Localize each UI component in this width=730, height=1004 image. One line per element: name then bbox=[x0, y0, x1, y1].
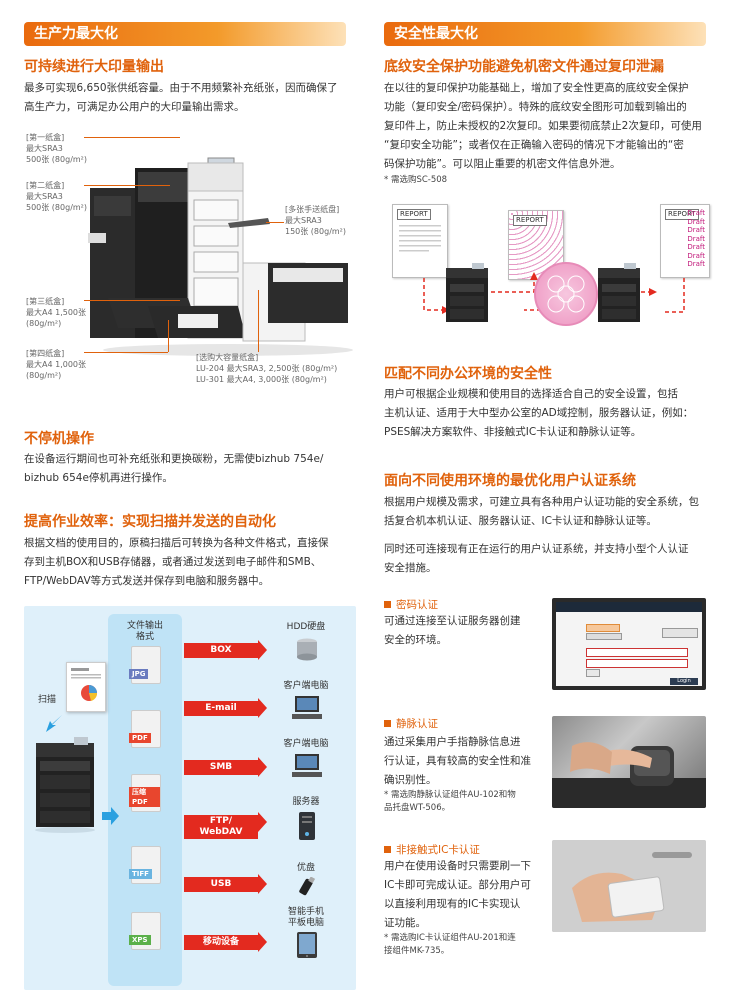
original-report: REPORT bbox=[392, 204, 448, 278]
patterned-report: REPORT bbox=[508, 210, 564, 280]
square-bullet-icon bbox=[384, 846, 391, 853]
route-ftp-webdav: FTP/ WebDAV bbox=[184, 812, 267, 839]
square-bullet-icon bbox=[384, 601, 391, 608]
security-banner: 安全性最大化 bbox=[384, 22, 706, 46]
route-smb: SMB bbox=[184, 757, 267, 777]
scan-label: 扫描 bbox=[38, 695, 57, 705]
usb-drive-icon bbox=[298, 876, 318, 903]
device-to-format-arrow-icon bbox=[100, 806, 120, 826]
login-button: Login bbox=[670, 678, 698, 685]
auth-vein-note: * 需选购静脉认证组件AU-102和物 品托盘WT-506。 bbox=[384, 790, 516, 813]
tiff-file-icon: TIFF bbox=[129, 846, 161, 884]
section-title-high-volume: 可持续进行大印量输出 bbox=[24, 59, 164, 75]
client-pc-icon bbox=[292, 695, 322, 725]
server-icon bbox=[298, 811, 316, 845]
mfp-device-icon bbox=[444, 262, 490, 324]
tray-3-label: [第三纸盒]最大A4 1,500张(80g/m²) bbox=[26, 297, 87, 328]
tray-2-leader bbox=[84, 185, 170, 186]
auth-vein-title: 静脉认证 bbox=[384, 716, 438, 731]
copy-guard-note: * 需选购SC-508 bbox=[384, 175, 448, 185]
route-usb: USB bbox=[184, 874, 267, 894]
large-capacity-unit-label: [选购大容量纸盒]LU-204 最大SRA3, 2,500张 (80g/m²)L… bbox=[196, 353, 338, 384]
section-title-user-auth: 面向不同使用环境的最优化用户认证系统 bbox=[384, 473, 636, 489]
login-screen-photo: Login bbox=[552, 598, 706, 690]
jpg-file-icon: JPG bbox=[129, 646, 161, 684]
hdd-icon bbox=[296, 638, 318, 666]
scanned-document bbox=[66, 662, 106, 712]
large-capacity-unit-leader bbox=[258, 290, 259, 352]
ic-card-photo bbox=[552, 840, 706, 932]
section-title-scan-send: 提高作业效率：实现扫描并发送的自动化 bbox=[24, 514, 276, 530]
section-title-nonstop: 不停机操作 bbox=[24, 431, 94, 447]
client-pc-icon bbox=[292, 753, 322, 783]
section-title-copy-guard: 底纹安全保护功能避免机密文件通过复印泄漏 bbox=[384, 59, 664, 75]
route-box: BOX bbox=[184, 640, 267, 660]
vein-scanner-photo bbox=[552, 716, 706, 808]
tablet-icon bbox=[296, 931, 318, 963]
auth-ic-card-title: 非接触式IC卡认证 bbox=[384, 842, 480, 857]
route-email: E-mail bbox=[184, 698, 267, 718]
pattern-magnifier bbox=[534, 262, 598, 326]
multi-bypass-tray-leader bbox=[266, 222, 284, 223]
pdf-file-icon: PDF bbox=[129, 710, 161, 748]
dest-mobile-label: 智能手机平板电脑 bbox=[287, 907, 324, 928]
section-body-office-security: 用户可根据企业规模和使用目的选择适合自己的安全设置，包括主机认证、适用于大中型办… bbox=[384, 388, 694, 438]
dest-usb-label: 优盘 bbox=[296, 863, 315, 873]
format-header: 文件输出格式 bbox=[126, 621, 163, 642]
login-screen: Login bbox=[556, 602, 702, 686]
section-body-user-auth: 根据用户规模及需求，可建立具有各种用户认证功能的安全系统，包括复合机本机认证、服… bbox=[384, 496, 699, 527]
mfp-device-icon bbox=[34, 735, 96, 833]
route-mobile: 移动设备 bbox=[184, 932, 267, 952]
section-title-office-security: 匹配不同办公环境的安全性 bbox=[384, 366, 552, 382]
section-body-scan-send: 根据文档的使用目的，原稿扫描后可转换为各种文件格式，直接保存到主机BOX和USB… bbox=[24, 537, 329, 587]
dest-client-pc-1-label: 客户端电脑 bbox=[283, 681, 329, 691]
xps-file-icon: XPS bbox=[129, 912, 161, 950]
auth-ic-card-note: * 需选购IC卡认证组件AU-201和连 接组件MK-735。 bbox=[384, 933, 516, 956]
dest-hdd-label: HDD硬盘 bbox=[286, 622, 326, 632]
scan-arrow-icon bbox=[44, 713, 64, 733]
printer-illustration bbox=[88, 128, 358, 358]
tray-4-leader-v bbox=[168, 320, 169, 352]
productivity-banner: 生产力最大化 bbox=[24, 22, 346, 46]
auth-vein-body: 通过采集用户手指静脉信息进行认证，具有较高的安全性和准确识别性。 bbox=[384, 736, 531, 786]
tray-4-leader bbox=[84, 352, 168, 353]
tray-1-leader bbox=[84, 137, 180, 138]
compressed-pdf-file-icon: 压缩PDF bbox=[129, 774, 161, 812]
dest-client-pc-2-label: 客户端电脑 bbox=[283, 739, 329, 749]
square-bullet-icon bbox=[384, 720, 391, 727]
section-body-nonstop: 在设备运行期间也可补充纸张和更换碳粉，无需使bizhub 754e/bizhub… bbox=[24, 453, 324, 484]
tray-3-leader bbox=[84, 300, 180, 301]
section-body-copy-guard: 在以往的复印保护功能基础上，增加了安全性更高的底纹安全保护功能（复印安全/密码保… bbox=[384, 82, 702, 170]
section-body-high-volume: 最多可实现6,650张供纸容量。由于不用频繁补充纸张，因而确保了高生产力，可满足… bbox=[24, 82, 338, 113]
auth-password-title: 密码认证 bbox=[384, 597, 438, 612]
mfp-device-icon bbox=[596, 262, 642, 324]
dest-server-label: 服务器 bbox=[292, 797, 320, 807]
tray-4-label: [第四纸盒]最大A4 1,000张(80g/m²) bbox=[26, 349, 87, 380]
auth-password-body: 可通过连接至认证服务器创建安全的环境。 bbox=[384, 615, 521, 646]
section-body-user-auth-2: 同时还可连接现有正在运行的用户认证系统，并支持小型个人认证安全措施。 bbox=[384, 543, 689, 574]
